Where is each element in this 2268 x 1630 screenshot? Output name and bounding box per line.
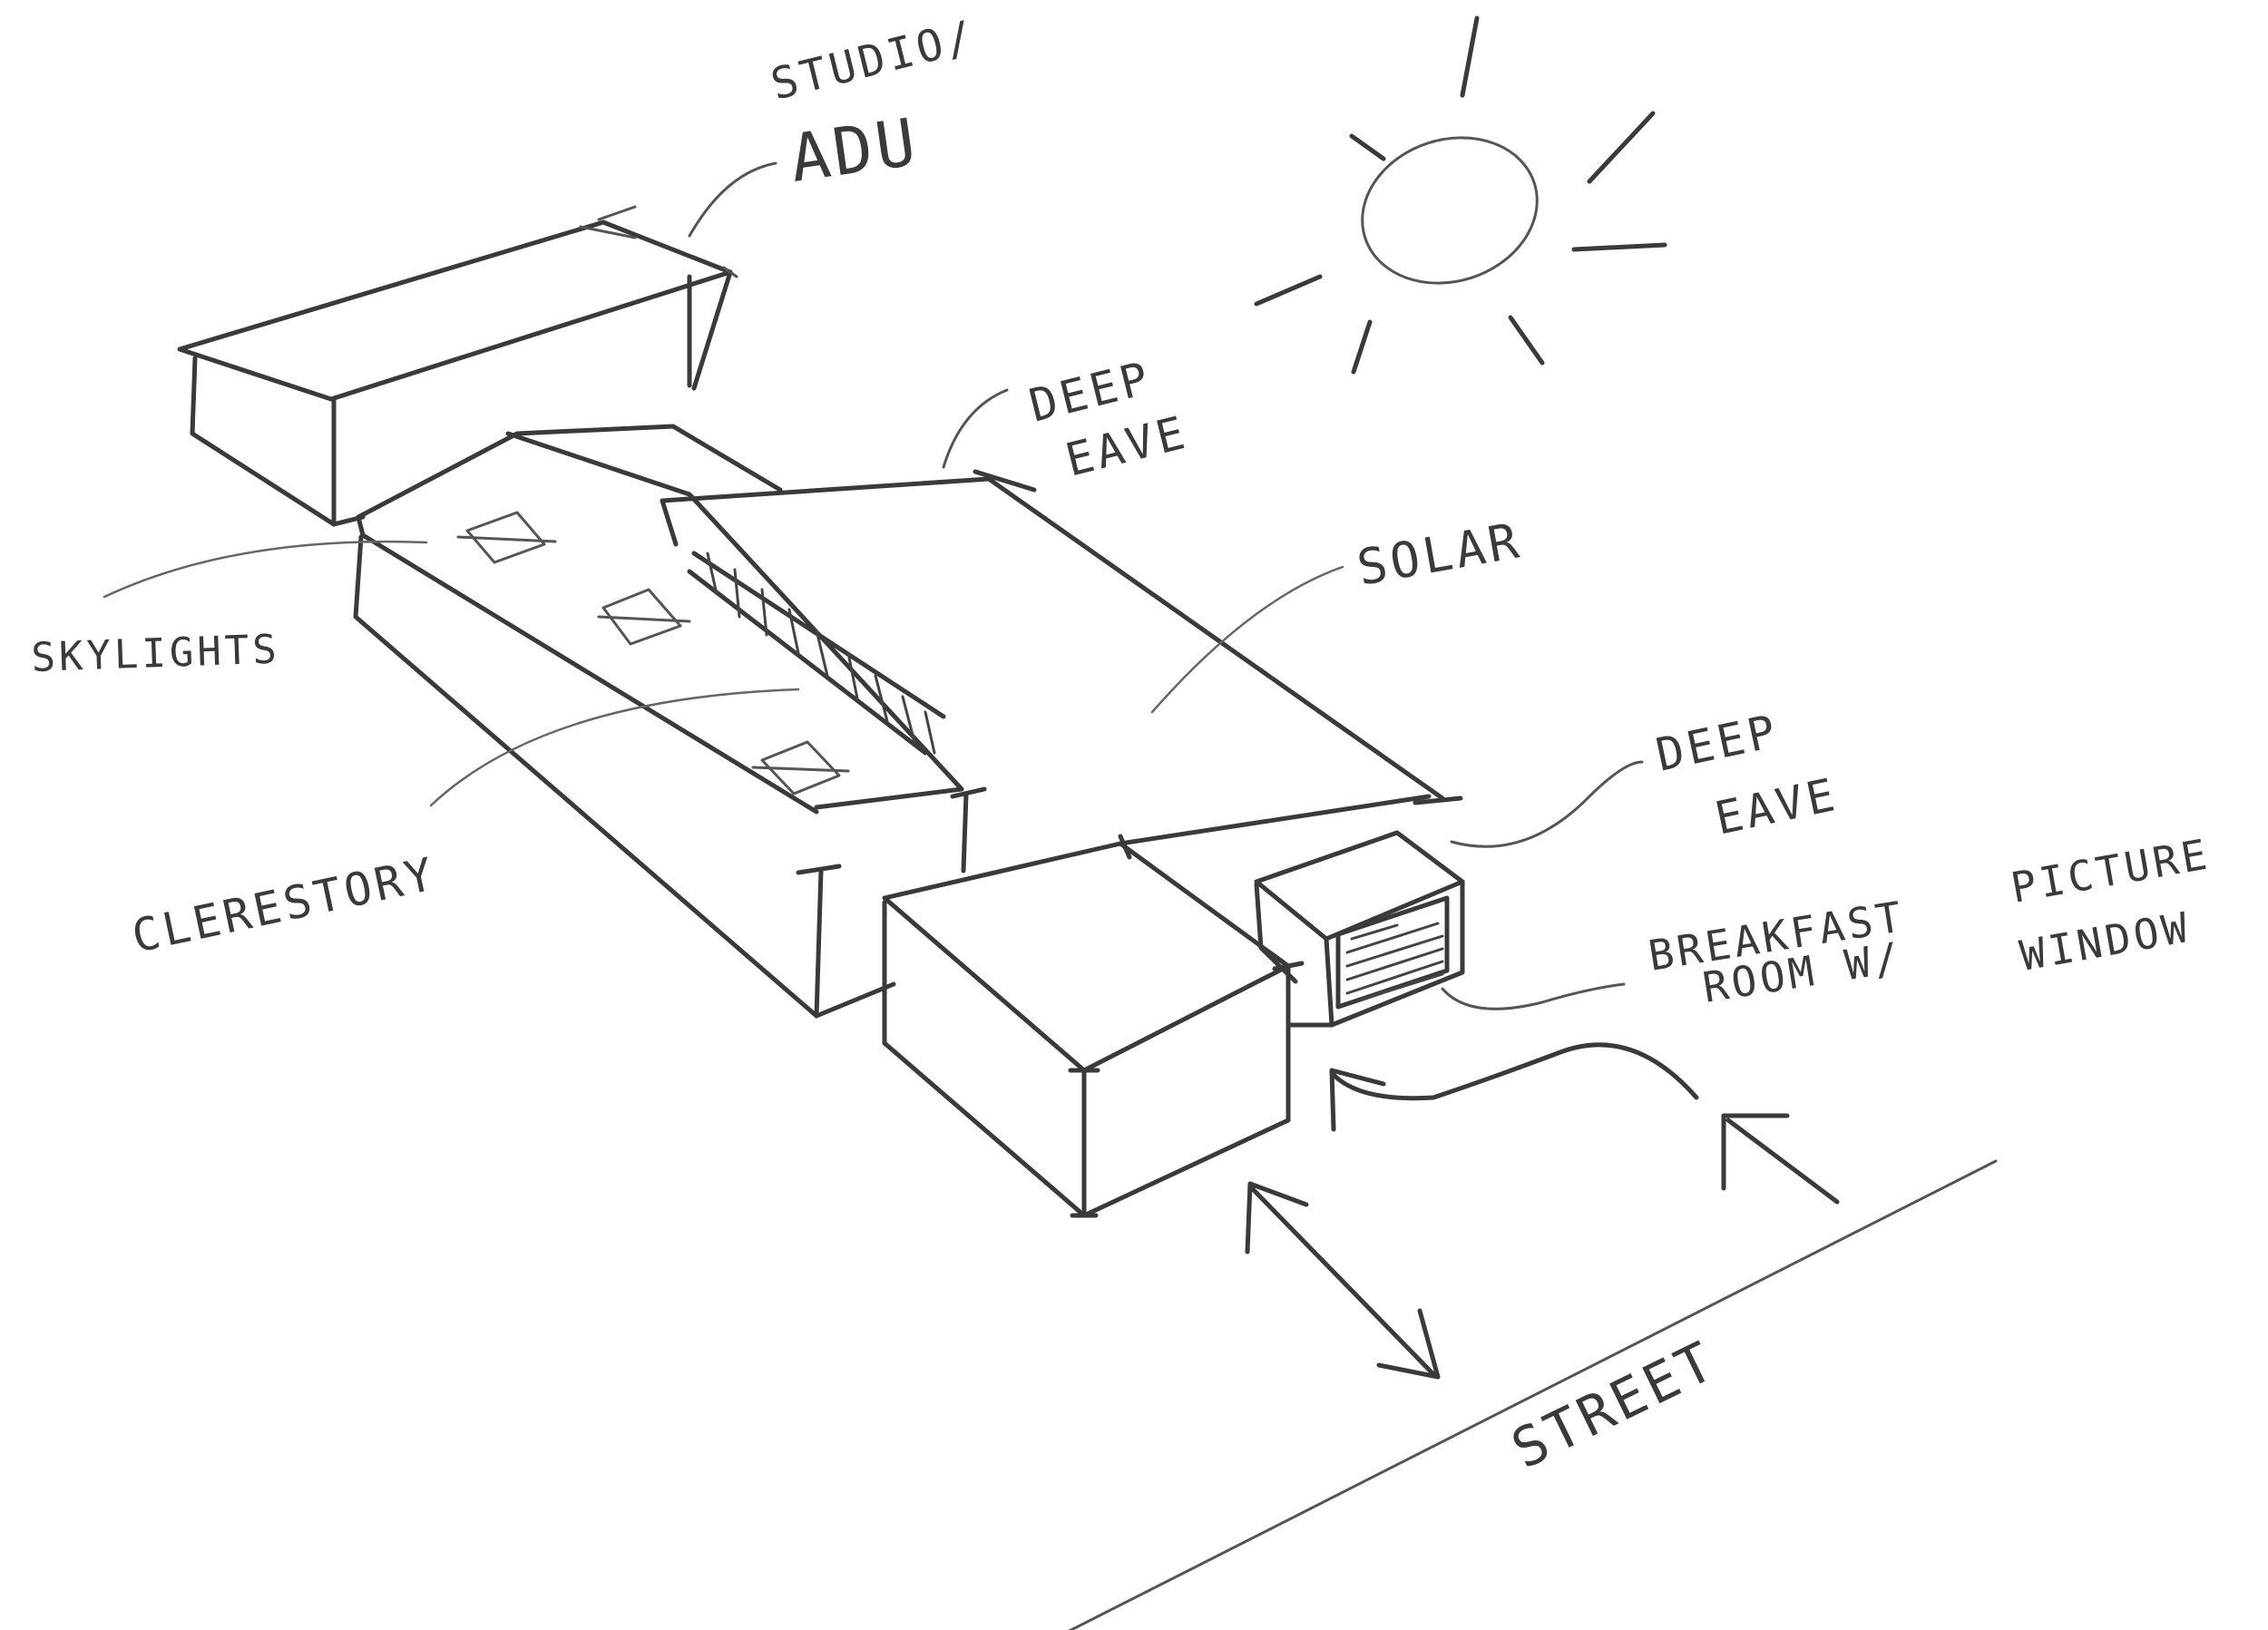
main-bar-block — [353, 424, 987, 1019]
skylights-leader-line — [103, 540, 428, 599]
street-line — [1068, 1159, 1998, 1630]
solar-leader-line — [1150, 565, 1344, 714]
skylight-3 — [751, 740, 850, 795]
breakfast-room-block — [1254, 830, 1465, 1028]
skylights-label: SKYLIGHTS — [31, 626, 281, 681]
front-block — [882, 841, 1305, 1218]
breakfast-leader-line — [1441, 982, 1626, 1010]
picture-window-label-line1: PICTURE — [2008, 829, 2214, 913]
labels: STUDIO/ ADU DEEP EAVE SOLAR SKYLIGHTS CL… — [31, 11, 2214, 1482]
entry-arrow-icon — [1721, 1113, 1840, 1205]
sun-icon — [1254, 15, 1667, 375]
picture-window-label-line2: WINDOW — [2017, 903, 2195, 981]
solar-label: SOLAR — [1353, 512, 1526, 597]
studio-adu-block — [177, 205, 738, 527]
studio-label-line1: STUDIO/ — [766, 11, 981, 111]
deep-eave-right-label-line1: DEEP — [1651, 705, 1783, 782]
deep-eave-right-leader-line — [1450, 760, 1644, 848]
skylight-1 — [456, 511, 557, 564]
street-label: STREET — [1502, 1329, 1726, 1481]
skylight-2 — [597, 588, 691, 646]
studio-leader-line — [688, 161, 777, 238]
clerestory-leader-line — [429, 688, 800, 807]
deep-eave-right-label-line2: EAVE — [1710, 768, 1842, 845]
clerestory-label: CLERESTORY — [127, 847, 441, 963]
approach-arrow-icon — [1329, 1042, 1699, 1132]
studio-label-line2: ADU — [786, 103, 924, 197]
double-arrow-icon — [1245, 1181, 1441, 1380]
deep-eave-top-leader-line — [942, 388, 1009, 469]
main-house-block — [660, 469, 1463, 963]
picture-window-hatch — [1335, 895, 1450, 1010]
clerestory-hatch — [687, 551, 946, 756]
